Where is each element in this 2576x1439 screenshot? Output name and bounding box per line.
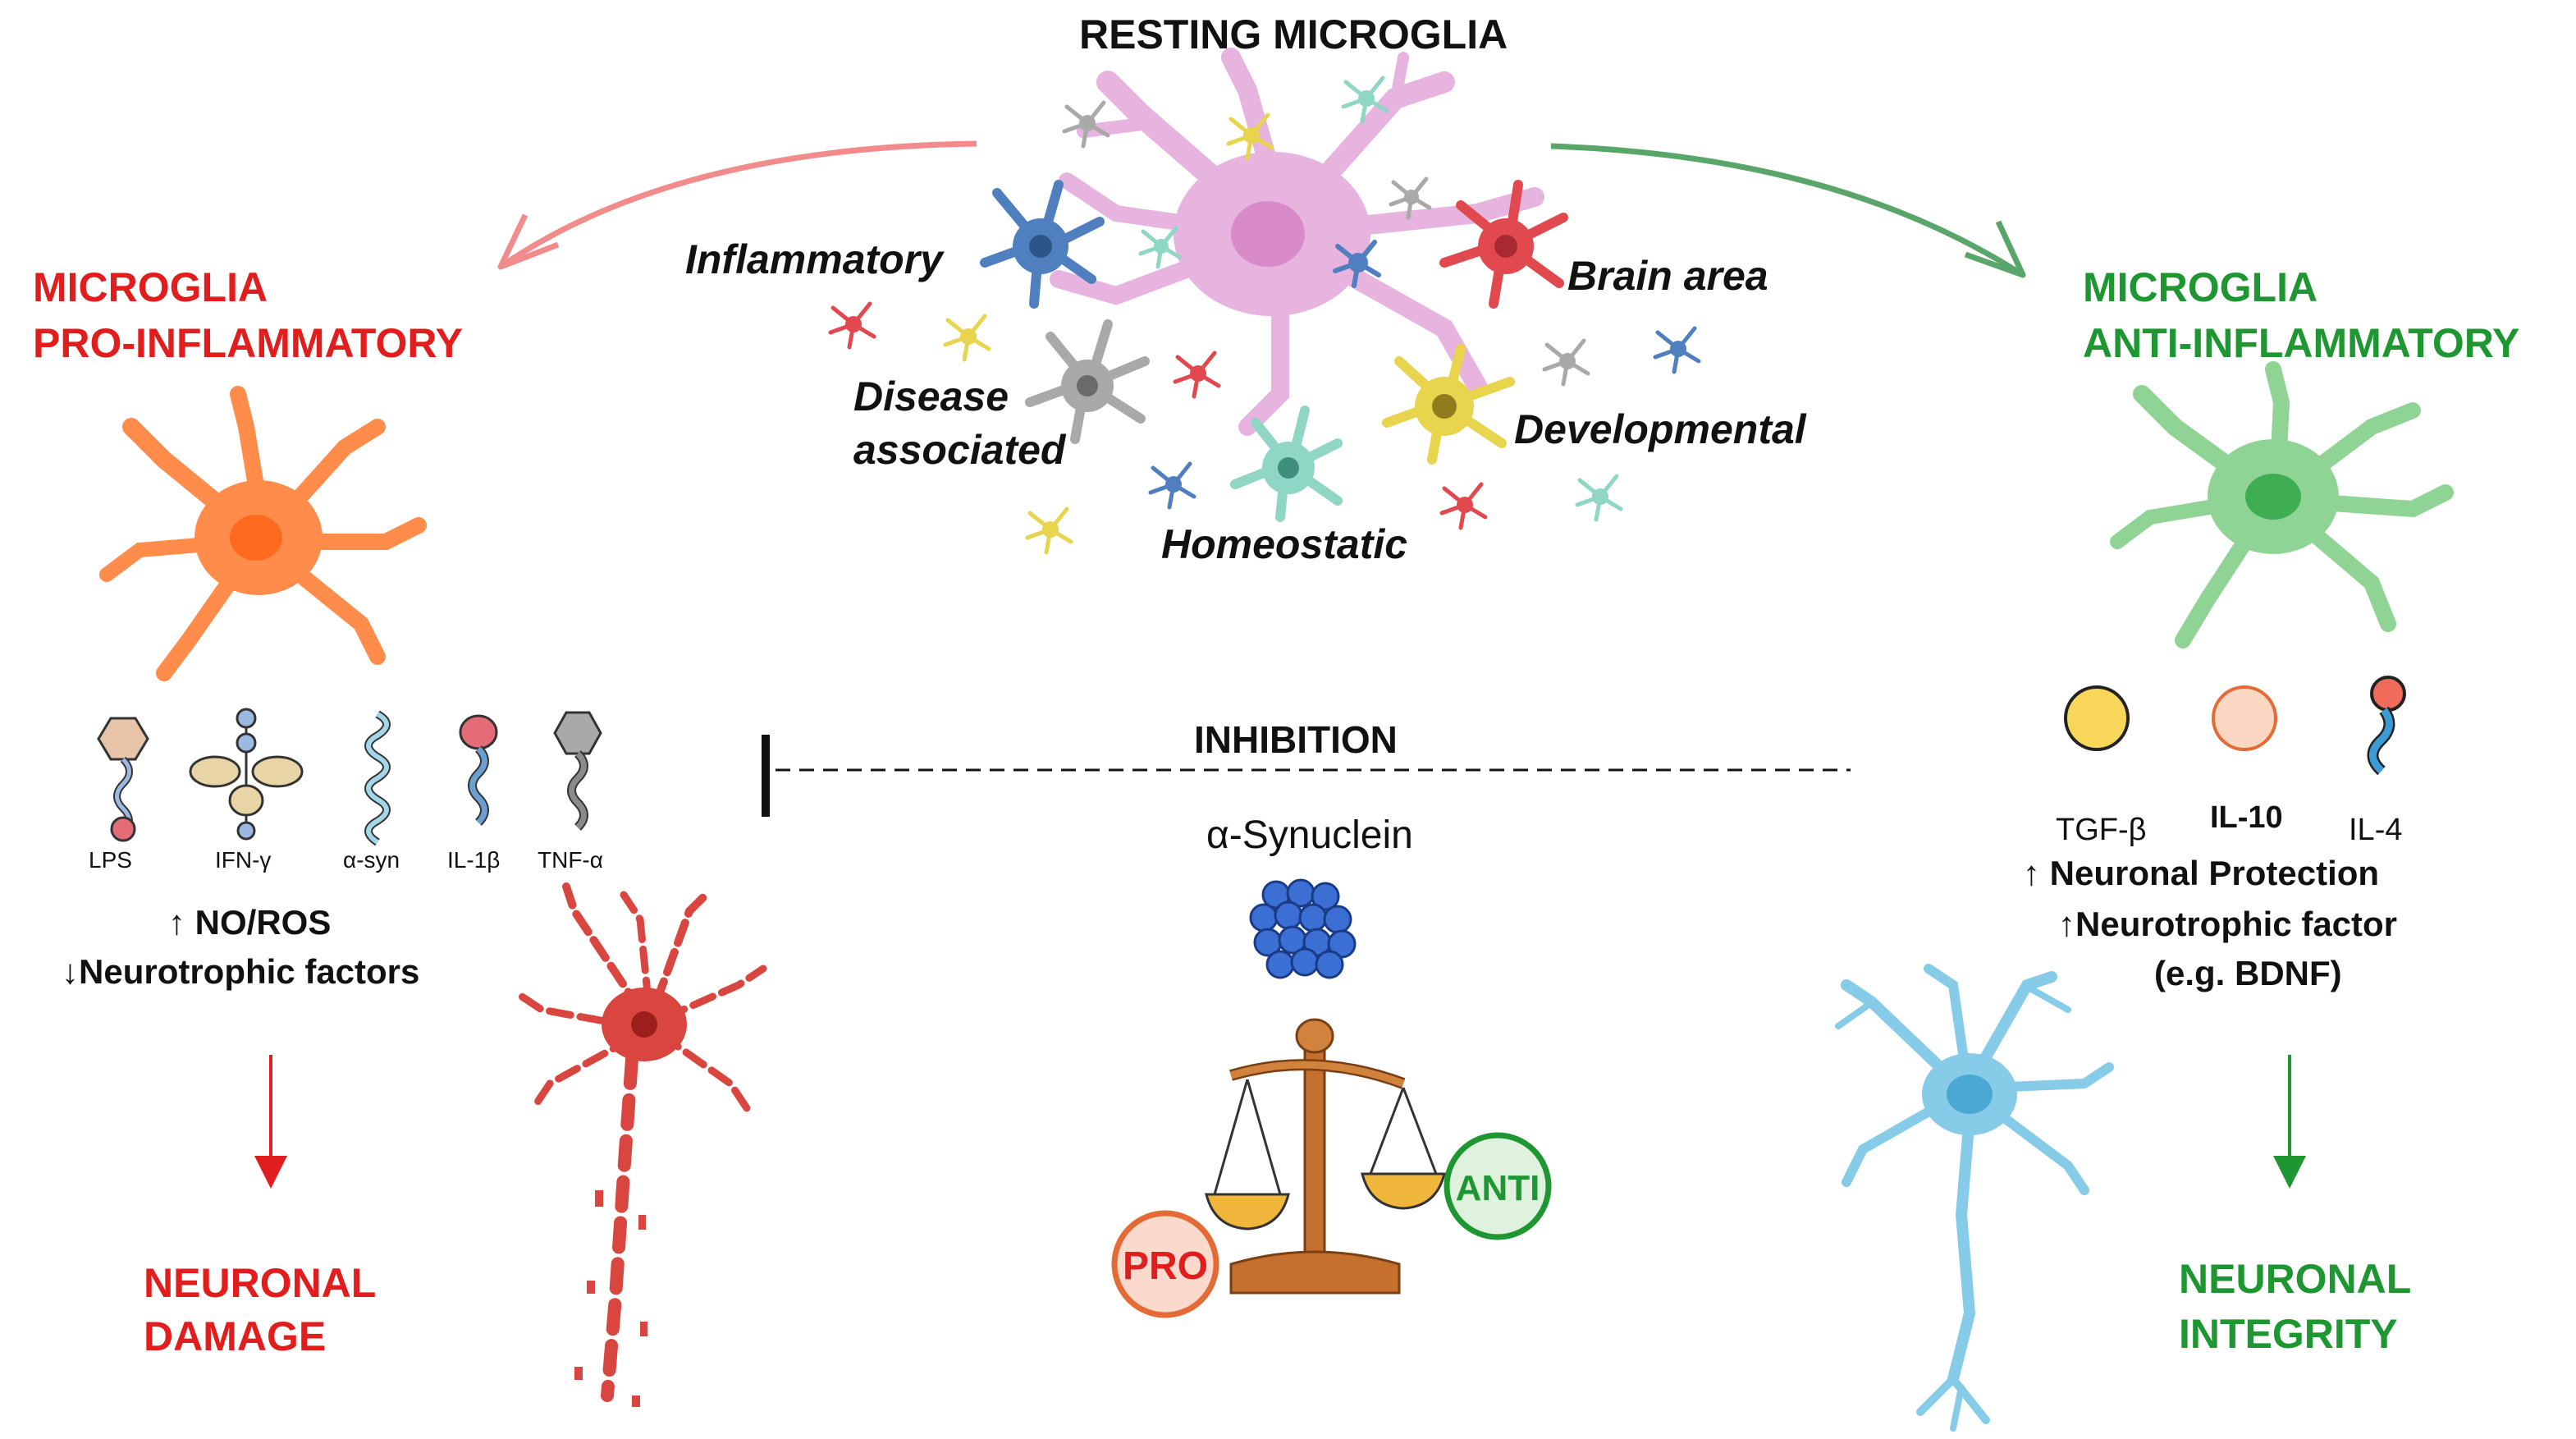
anti-title-line-1: MICROGLIA [2083, 264, 2318, 310]
anti-effect-bdnf: (e.g. BDNF) [2154, 954, 2342, 992]
label-brain-area: Brain area [1567, 253, 1768, 299]
anti-effect-protection: ↑ Neuronal Protection [2023, 854, 2380, 892]
alpha-synuclein-aggregate-icon [1249, 878, 1357, 979]
pro-badge-label: PRO [1123, 1244, 1208, 1288]
label-homeostatic: Homeostatic [1161, 521, 1408, 567]
label-lps: LPS [89, 847, 132, 873]
molecule-tgf-beta-icon [2064, 685, 2130, 751]
decorative-small-cells [828, 76, 1701, 555]
molecule-il-4-icon [2367, 676, 2406, 776]
inhibition-line [762, 735, 1851, 817]
label-tgf-beta: TGF-β [2056, 813, 2147, 847]
pro-outcome-line-1: NEURONAL [144, 1260, 377, 1306]
label-inflammatory: Inflammatory [685, 236, 943, 282]
molecule-il-10-icon [2212, 685, 2277, 751]
label-il-4: IL-4 [2349, 813, 2403, 847]
pro-effect-neurotrophic: ↓Neurotrophic factors [62, 952, 420, 991]
label-developmental: Developmental [1514, 406, 1806, 452]
label-ifn-gamma: IFN-γ [215, 847, 272, 873]
molecule-il-1-beta-icon [459, 714, 498, 826]
anti-outcome-line-1: NEURONAL [2179, 1256, 2412, 1302]
label-tnf-alpha: TNF-α [538, 847, 603, 873]
resting-microglia-title: RESTING MICROGLIA [1079, 11, 1508, 57]
microglia-disease-associated [1025, 319, 1150, 444]
pro-title-line-1: MICROGLIA [33, 264, 268, 310]
molecule-lps-icon [97, 717, 149, 842]
pro-badge: PRO [1111, 1210, 1219, 1318]
arrow-to-pro [497, 140, 977, 270]
pro-outcome-line-2: DAMAGE [144, 1313, 327, 1359]
microglia-developmental [1382, 344, 1515, 465]
molecule-ifn-gamma-icon [189, 708, 304, 841]
label-il-10: IL-10 [2210, 800, 2283, 835]
microglia-inflammatory [980, 180, 1105, 309]
label-il-1-beta: IL-1β [447, 847, 501, 873]
molecule-alpha-syn-icon [364, 710, 391, 846]
pro-inflammatory-microglia-cell [99, 386, 427, 681]
anti-effect-neurotrophic: ↑Neurotrophic factor [2058, 905, 2398, 943]
inhibition-label: INHIBITION [1194, 718, 1398, 761]
anti-outcome-line-2: INTEGRITY [2179, 1311, 2398, 1357]
molecule-tnf-alpha-icon [553, 711, 602, 831]
pro-effect-no-ros: ↑ NO/ROS [168, 903, 332, 942]
label-associated: associated [853, 427, 1066, 473]
label-alpha-syn: α-syn [343, 847, 400, 873]
pro-title-line-2: PRO-INFLAMMATORY [33, 320, 464, 366]
healthy-neuron [1835, 964, 2114, 1432]
microglia-homeostatic [1230, 406, 1343, 522]
anti-inflammatory-microglia-cell [2110, 361, 2454, 648]
arrow-to-anti [1550, 143, 2026, 278]
anti-title-line-2: ANTI-INFLAMMATORY [2083, 320, 2520, 366]
alpha-synuclein-label: α-Synuclein [1206, 813, 1413, 857]
damaged-neuron [513, 882, 767, 1407]
anti-badge: ANTI [1444, 1132, 1552, 1240]
microglia-brain-area [1439, 180, 1568, 309]
anti-badge-label: ANTI [1456, 1168, 1540, 1208]
balance-scale-icon [1205, 1018, 1446, 1295]
label-disease: Disease [853, 373, 1009, 419]
